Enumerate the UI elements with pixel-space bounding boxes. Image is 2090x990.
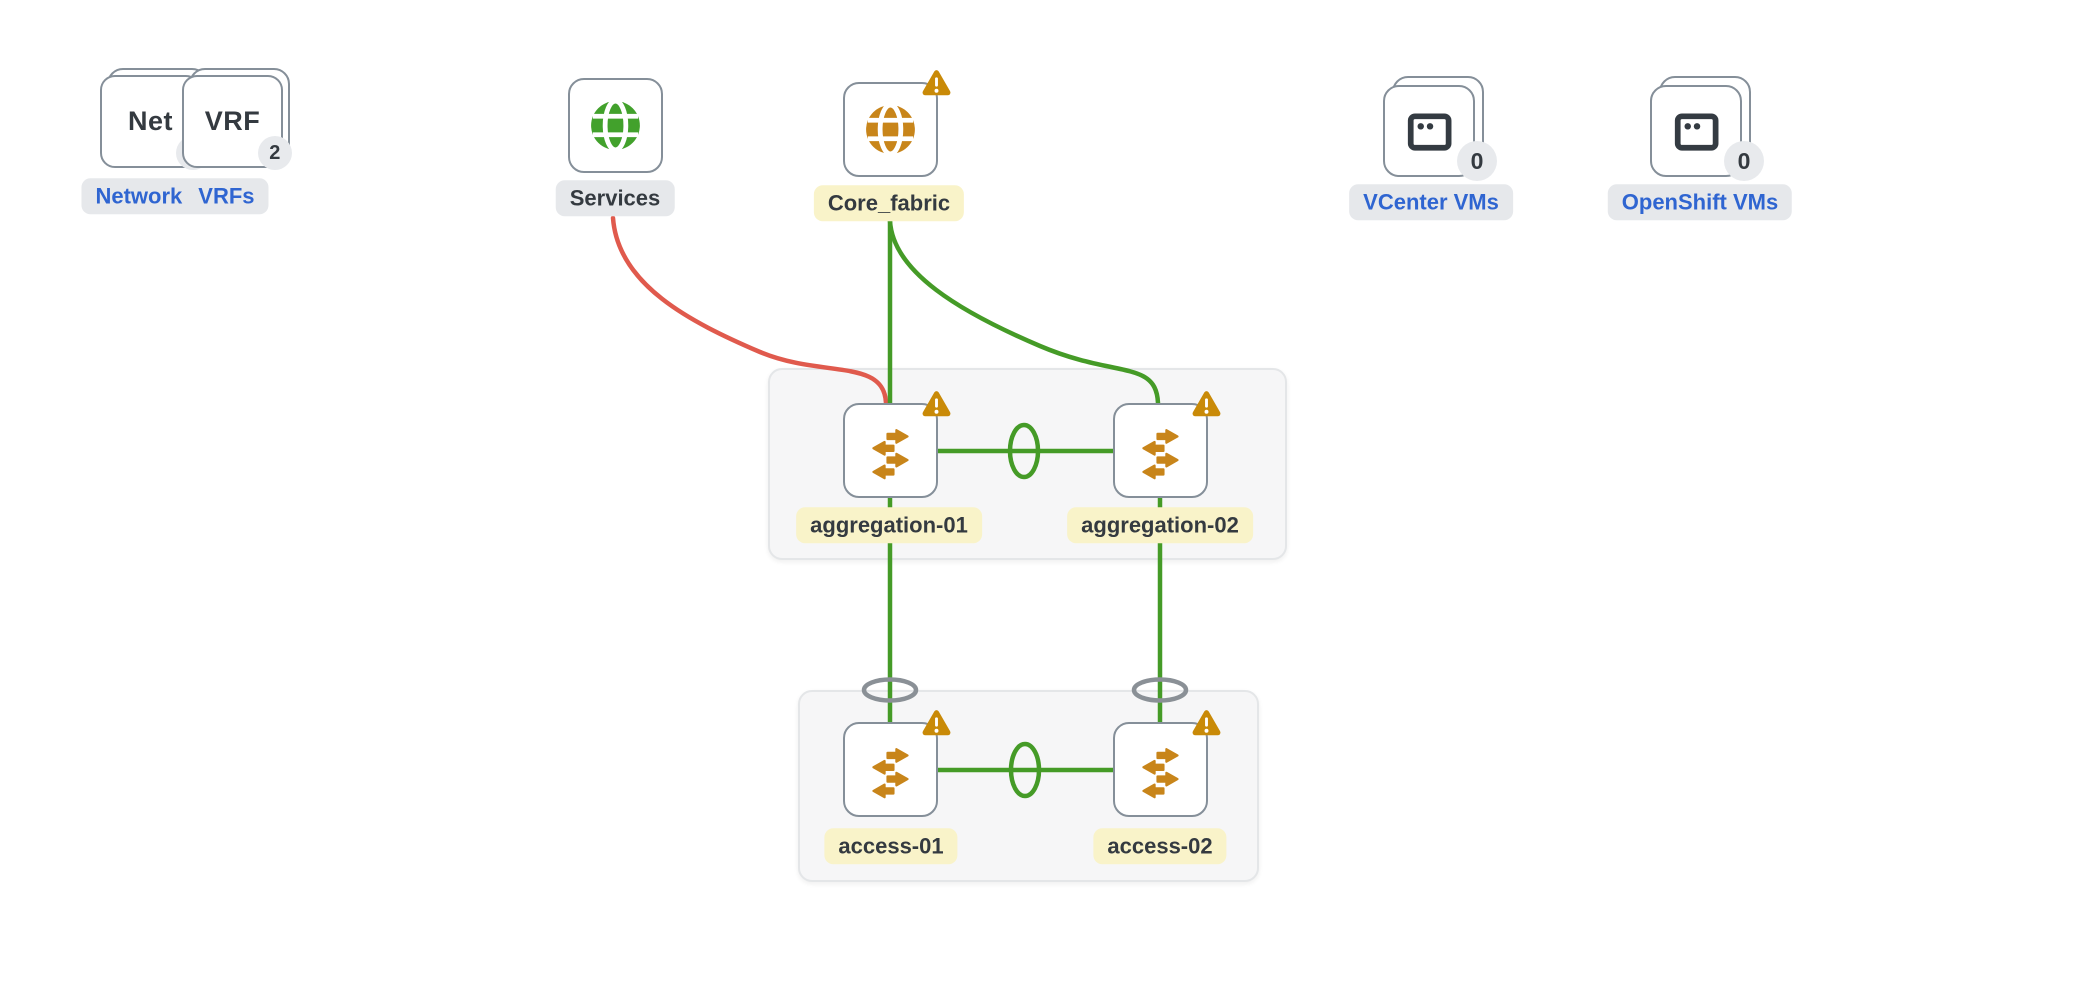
- warning-icon: [1192, 391, 1221, 417]
- node-vcenter-vms[interactable]: 0: [1383, 85, 1497, 181]
- warning-badge: [1190, 389, 1223, 419]
- card-text: Net: [127, 106, 173, 136]
- warning-icon: [922, 391, 951, 417]
- count-badge: 2: [258, 136, 292, 170]
- label-vcenter-vms[interactable]: VCenter VMs: [1349, 184, 1513, 220]
- layer-boundary-icon: [861, 677, 919, 703]
- node-services[interactable]: [568, 78, 663, 173]
- warning-badge: [1190, 708, 1223, 738]
- layer-boundary-icon: [1131, 677, 1189, 703]
- count-badge: 0: [1724, 141, 1764, 181]
- globe-icon: [866, 102, 915, 157]
- edge-services--aggregation-01[interactable]: [610, 215, 889, 406]
- warning-badge: [920, 68, 953, 98]
- warning-badge: [920, 389, 953, 419]
- node-aggregation-01[interactable]: [843, 403, 938, 498]
- label-openshift-vms[interactable]: OpenShift VMs: [1607, 184, 1793, 220]
- warning-badge: [920, 708, 953, 738]
- label-core-fabric[interactable]: Core_fabric: [813, 185, 965, 221]
- switch-icon: [1142, 429, 1179, 480]
- port-channel-icon: [1007, 422, 1041, 480]
- label-access-02[interactable]: access-02: [1093, 828, 1227, 864]
- warning-icon: [1192, 710, 1221, 736]
- switch-icon: [872, 748, 909, 799]
- node-access-02[interactable]: [1113, 722, 1208, 817]
- count-badge: 0: [1457, 141, 1497, 181]
- globe-icon: [591, 98, 640, 153]
- label-part[interactable]: VRFs: [198, 183, 255, 209]
- node-core-fabric[interactable]: [843, 82, 938, 177]
- node-access-01[interactable]: [843, 722, 938, 817]
- card-text: VRF: [204, 106, 261, 136]
- edge-core-fabric--aggregation-02[interactable]: [887, 218, 1161, 406]
- switch-icon: [1142, 748, 1179, 799]
- label-aggregation-02[interactable]: aggregation-02: [1067, 507, 1253, 543]
- label-network-vrfs[interactable]: Network VRFs: [81, 178, 269, 214]
- node-openshift-vms[interactable]: 0: [1650, 85, 1764, 181]
- label-aggregation-01[interactable]: aggregation-01: [796, 507, 982, 543]
- label-part[interactable]: Network: [95, 183, 183, 209]
- label-services[interactable]: Services: [555, 180, 675, 216]
- vm-icon: [1674, 113, 1719, 151]
- port-channel-icon: [1008, 741, 1042, 799]
- label-access-01[interactable]: access-01: [824, 828, 958, 864]
- warning-icon: [922, 710, 951, 736]
- switch-icon: [872, 429, 909, 480]
- node-aggregation-02[interactable]: [1113, 403, 1208, 498]
- vm-icon: [1407, 113, 1452, 151]
- warning-icon: [922, 70, 951, 96]
